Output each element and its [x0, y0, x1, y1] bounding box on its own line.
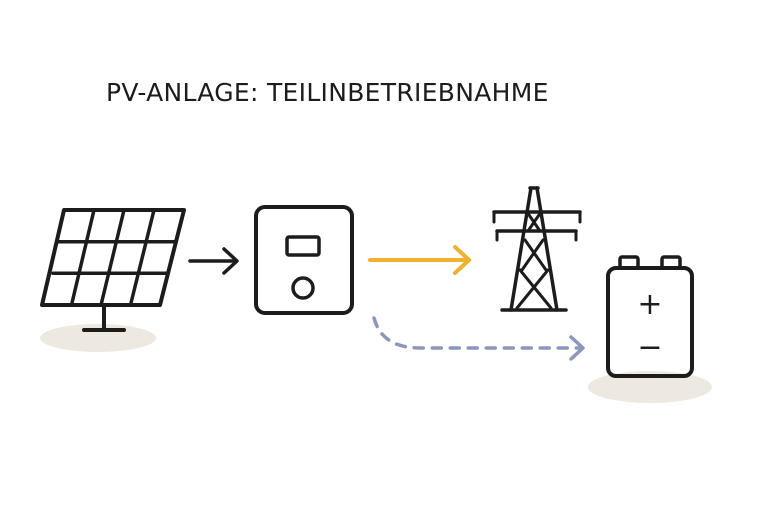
- power-tower-icon: [492, 186, 582, 312]
- arrow-inverter-to-grid: [368, 245, 471, 275]
- battery-shadow: [588, 371, 712, 403]
- arrow-inverter-to-battery: [372, 316, 585, 361]
- diagram-title: PV-ANLAGE: TEILINBETRIEBNAHME: [106, 78, 549, 107]
- battery-minus-sign: −: [637, 330, 662, 365]
- solar-panel-icon: [40, 208, 186, 352]
- solar-panel-shadow: [40, 324, 156, 352]
- battery-plus-sign: +: [637, 287, 662, 322]
- arrow-panel-to-inverter: [188, 247, 239, 275]
- inverter-icon: [254, 205, 354, 315]
- battery-icon: + −: [588, 255, 712, 403]
